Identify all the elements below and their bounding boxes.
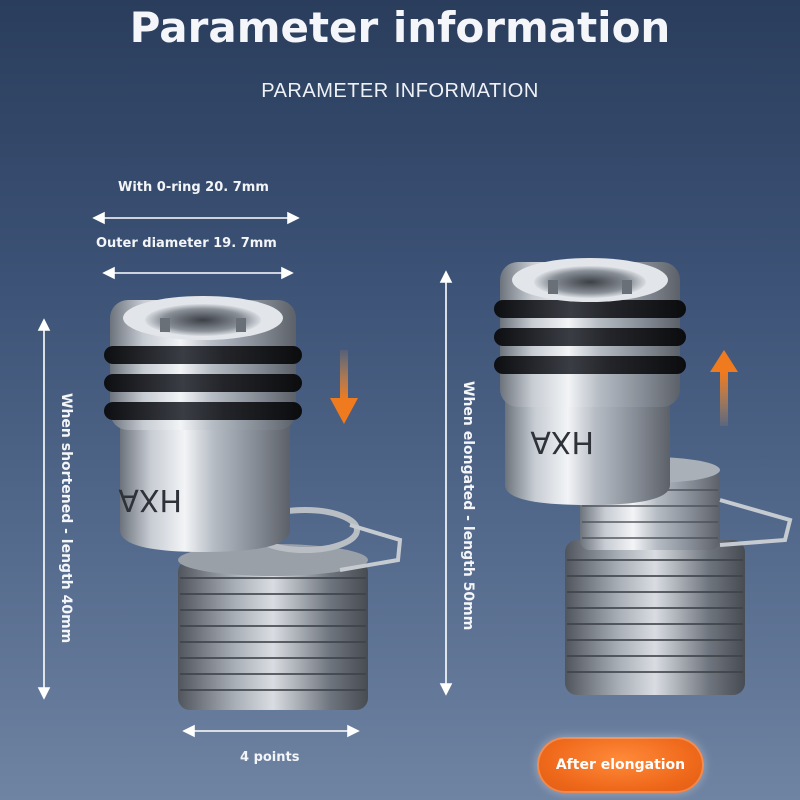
orange-down-arrow-icon: [330, 350, 358, 424]
points-label: 4 points: [240, 750, 300, 765]
with-oring-label: With 0-ring 20. 7mm: [118, 180, 269, 195]
engraving-shortened: HXA: [118, 482, 182, 517]
outer-diameter-label: Outer diameter 19. 7mm: [96, 236, 277, 251]
with-oring-dimension-arrow: [92, 211, 300, 225]
fitting-shortened: HXA: [104, 296, 403, 710]
shortened-length-arrow: [37, 318, 51, 700]
points-dimension-arrow: [182, 724, 360, 738]
elongated-length-label: When elongated - length 50mm: [460, 381, 476, 631]
shortened-length-label: When shortened - length 40mm: [58, 393, 74, 644]
after-elongation-label: After elongation: [555, 757, 686, 773]
elongated-length-arrow: [439, 270, 453, 696]
page-title: Parameter information: [129, 3, 671, 52]
engraving-elongated: HXA: [530, 424, 594, 459]
outer-diameter-dimension-arrow: [102, 266, 294, 280]
fitting-elongated: HXA: [494, 258, 793, 695]
orange-up-arrow-icon: [710, 350, 738, 426]
after-elongation-badge: After elongation: [537, 737, 704, 793]
page-subtitle: PARAMETER INFORMATION: [261, 80, 539, 102]
